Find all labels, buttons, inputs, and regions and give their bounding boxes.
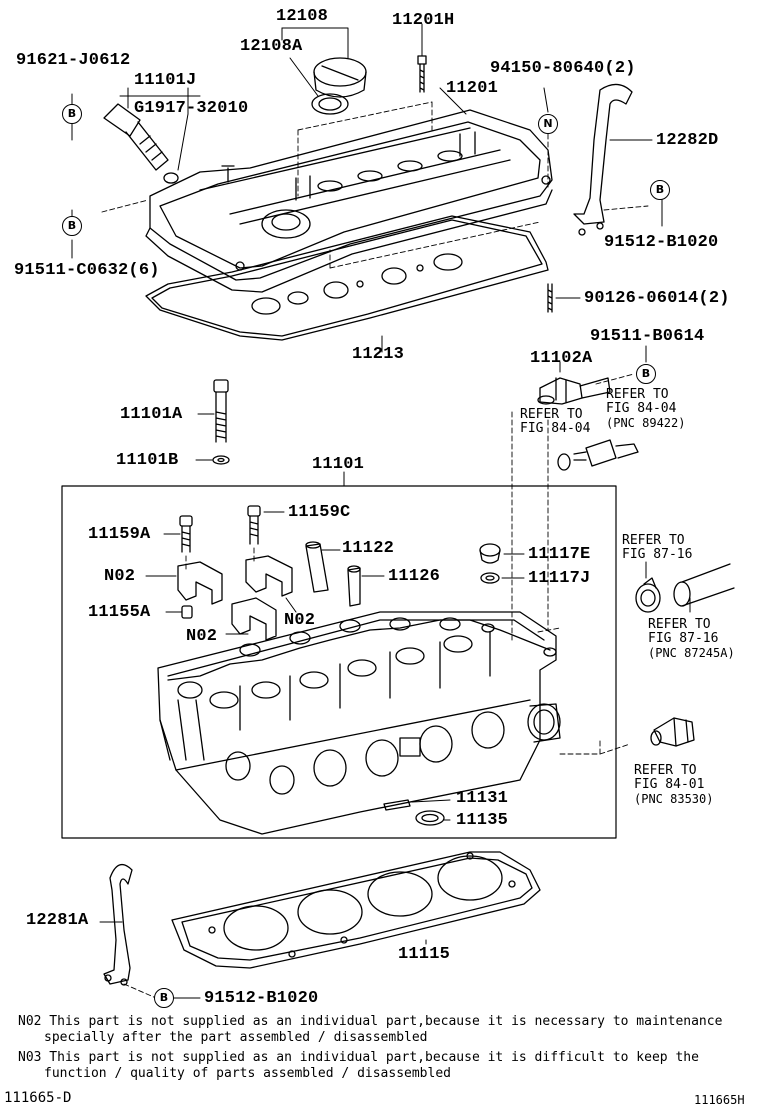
refer-pnc: (PNC 87245A) bbox=[648, 646, 735, 660]
plug-11117e bbox=[479, 543, 501, 564]
part-11201h: 11201H bbox=[392, 11, 455, 30]
knock-sensor-connector bbox=[573, 439, 639, 467]
part-11159c: 11159C bbox=[288, 503, 351, 522]
part-11101a: 11101A bbox=[120, 405, 183, 424]
seal-11135 bbox=[415, 810, 445, 826]
hose-clamp bbox=[635, 577, 661, 613]
water-hose bbox=[673, 563, 735, 607]
bolt-11159c bbox=[247, 505, 261, 545]
badge-b-91511b: B bbox=[636, 364, 656, 384]
cylinder-head bbox=[157, 611, 561, 835]
refer-fig-84-04-b: REFER TO FIG 84-04 (PNC 89422) bbox=[606, 388, 685, 431]
note-n03-line2: function / quality of parts assembled / … bbox=[44, 1066, 451, 1081]
refer-fig-84-04-a: REFER TO FIG 84-04 bbox=[520, 408, 590, 436]
engine-hanger-12282d bbox=[573, 83, 633, 236]
part-91621-j0612: 91621-J0612 bbox=[16, 51, 131, 70]
badge-b-91512a: B bbox=[650, 180, 670, 200]
refer-fig-84-01: REFER TO FIG 84-01 (PNC 83530) bbox=[634, 764, 713, 807]
part-91512-b1020-bottom: 91512-B1020 bbox=[204, 989, 319, 1008]
refer-line: REFER TO bbox=[520, 407, 583, 422]
part-11101b: 11101B bbox=[116, 451, 179, 470]
refer-line: REFER TO bbox=[634, 763, 697, 778]
refer-line: REFER TO bbox=[622, 533, 685, 548]
part-12108: 12108 bbox=[276, 7, 329, 26]
note-n02-line1: N02 This part is not supplied as an indi… bbox=[18, 1014, 723, 1029]
oil-filler-cap bbox=[311, 57, 367, 115]
stud-90126 bbox=[547, 283, 553, 313]
note-n03: N03 This part is not supplied as an indi… bbox=[18, 1050, 699, 1082]
head-cover-gasket bbox=[145, 215, 549, 341]
badge-n-94150: N bbox=[538, 114, 558, 134]
camshaft-position-sensor bbox=[537, 377, 611, 405]
refer-fig-87-16-b: REFER TO FIG 87-16 (PNC 87245A) bbox=[648, 618, 735, 661]
refer-line: REFER TO bbox=[648, 617, 711, 632]
part-91511-c0632: 91511-C0632(6) bbox=[14, 261, 160, 280]
refer-fig-87-16-a: REFER TO FIG 87-16 bbox=[622, 534, 692, 562]
refer-pnc: (PNC 83530) bbox=[634, 792, 714, 806]
note-n02-line2: specially after the part assembled / dis… bbox=[44, 1030, 428, 1045]
refer-fig: FIG 84-04 bbox=[520, 421, 591, 436]
seal-11131 bbox=[383, 799, 411, 811]
part-11117e: 11117E bbox=[528, 545, 591, 564]
refer-fig: FIG 84-01 bbox=[634, 777, 705, 792]
part-11115: 11115 bbox=[398, 945, 451, 964]
oil-control-valve bbox=[103, 103, 179, 184]
part-11213: 11213 bbox=[352, 345, 405, 364]
figure-code-right: 111665H bbox=[694, 1093, 745, 1107]
o-ring-small bbox=[557, 453, 571, 471]
cylinder-head-cover bbox=[145, 109, 553, 293]
dowel-pin bbox=[181, 605, 193, 619]
part-91511-b0614: 91511-B0614 bbox=[590, 327, 705, 346]
note-n02: N02 This part is not supplied as an indi… bbox=[18, 1014, 722, 1046]
head-bolt bbox=[213, 379, 229, 443]
note-n03-line1: N03 This part is not supplied as an indi… bbox=[18, 1050, 699, 1065]
part-12282d: 12282D bbox=[656, 131, 719, 150]
part-12281a: 12281A bbox=[26, 911, 89, 930]
refer-fig: FIG 87-16 bbox=[622, 547, 693, 562]
part-11102a: 11102A bbox=[530, 349, 593, 368]
cylinder-head-group-box bbox=[61, 485, 617, 839]
camshaft-bearing-cap-2 bbox=[245, 555, 293, 597]
part-12108a: 12108A bbox=[240, 37, 303, 56]
part-91512-b1020-top: 91512-B1020 bbox=[604, 233, 719, 252]
badge-b-91512b: B bbox=[154, 988, 174, 1008]
plug-tube-11126 bbox=[347, 565, 361, 607]
part-11122: 11122 bbox=[342, 539, 395, 558]
part-11131: 11131 bbox=[456, 789, 509, 808]
camshaft-bearing-cap-3 bbox=[231, 597, 277, 641]
refer-fig: FIG 84-04 bbox=[606, 401, 677, 416]
part-11155a: 11155A bbox=[88, 603, 151, 622]
refer-fig: FIG 87-16 bbox=[648, 631, 719, 646]
gasket-11117j bbox=[480, 572, 500, 584]
note-n02-cap-3: N02 bbox=[186, 627, 218, 646]
part-94150-80640: 94150-80640(2) bbox=[490, 59, 636, 78]
part-11117j: 11117J bbox=[528, 569, 591, 588]
refer-pnc: (PNC 89422) bbox=[606, 416, 686, 430]
note-n02-cap-1: N02 bbox=[104, 567, 136, 586]
engine-hanger-12281a bbox=[103, 863, 133, 986]
part-11101: 11101 bbox=[312, 455, 365, 474]
part-11135: 11135 bbox=[456, 811, 509, 830]
figure-code-left: 111665-D bbox=[4, 1090, 72, 1106]
head-bolt-washer bbox=[212, 455, 230, 465]
badge-b-91511c: B bbox=[62, 216, 82, 236]
badge-b-91621: B bbox=[62, 104, 82, 124]
refer-line: REFER TO bbox=[606, 387, 669, 402]
plug-tube-11122 bbox=[305, 541, 329, 593]
camshaft-bearing-cap-1 bbox=[177, 561, 223, 605]
part-g1917-32010: G1917-32010 bbox=[134, 99, 249, 118]
note-n02-cap-2: N02 bbox=[284, 611, 316, 630]
part-11201: 11201 bbox=[446, 79, 499, 98]
water-temperature-sensor bbox=[650, 717, 695, 747]
part-11159a: 11159A bbox=[88, 525, 151, 544]
part-11101j: 11101J bbox=[134, 71, 197, 90]
part-11126: 11126 bbox=[388, 567, 441, 586]
bolt-11159a bbox=[179, 515, 193, 553]
cylinder-head-gasket bbox=[171, 851, 541, 969]
bolt-11201h bbox=[417, 55, 427, 93]
part-90126-06014: 90126-06014(2) bbox=[584, 289, 730, 308]
